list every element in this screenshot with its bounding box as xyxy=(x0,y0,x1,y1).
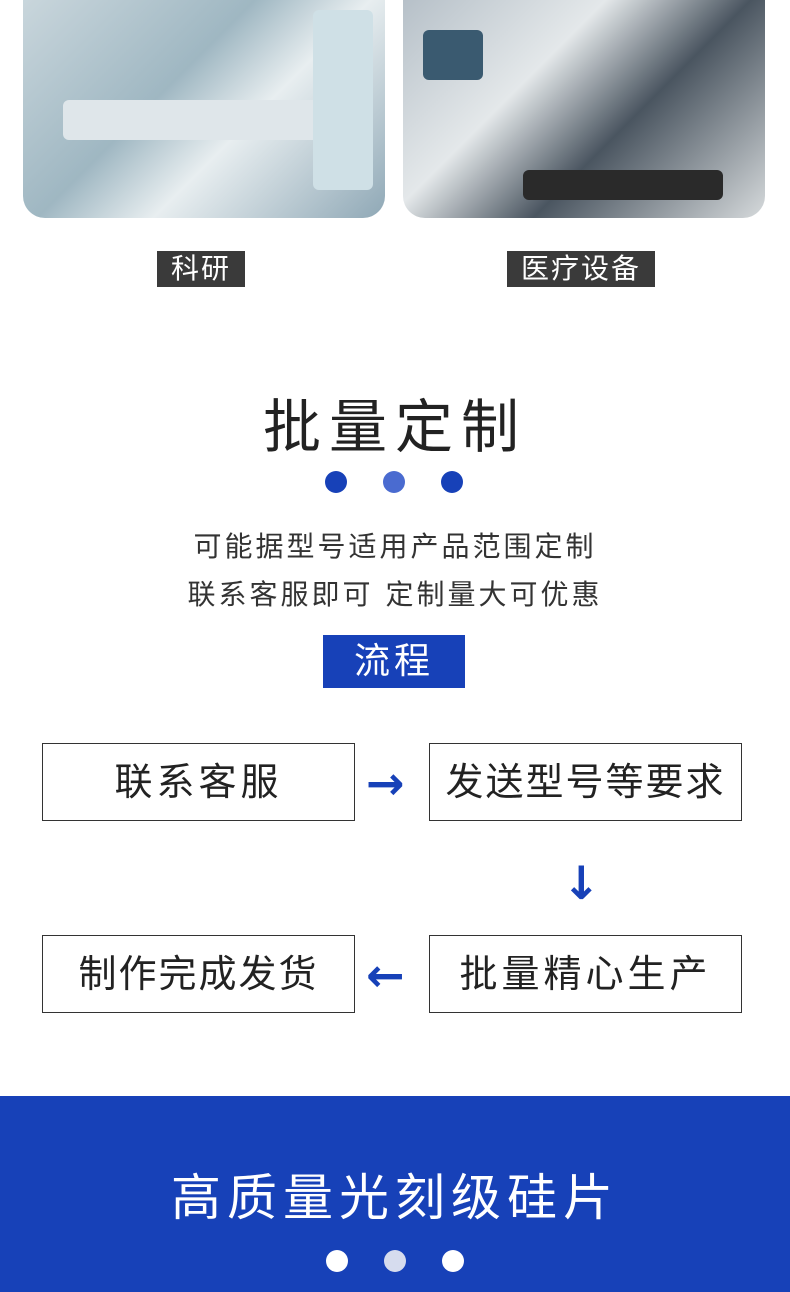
process-label: 流程 xyxy=(323,635,465,688)
laboratory-photo xyxy=(23,0,385,218)
step-send-requirements: 发送型号等要求 xyxy=(429,743,742,821)
dot-indicator xyxy=(325,471,347,493)
section-title: 批量定制 xyxy=(262,393,527,461)
dot-indicator xyxy=(384,1250,406,1272)
dot-indicator xyxy=(383,471,405,493)
caption-medical-equipment: 医疗设备 xyxy=(507,251,656,287)
arrow-right-icon: → xyxy=(366,756,405,810)
caption-research: 科研 xyxy=(157,251,246,287)
dot-indicator xyxy=(442,1250,464,1272)
arrow-down-icon: ↓ xyxy=(562,856,601,910)
operating-room-photo xyxy=(403,0,765,218)
description-line: 可能据型号适用产品范围定制 xyxy=(193,530,597,563)
arrow-left-icon: ← xyxy=(366,948,405,1002)
footer-title: 高质量光刻级硅片 xyxy=(171,1169,619,1227)
footer-banner: 高质量光刻级硅片 xyxy=(0,1096,790,1292)
step-contact-service: 联系客服 xyxy=(42,743,355,821)
dot-indicator xyxy=(326,1250,348,1272)
step-production: 批量精心生产 xyxy=(429,935,742,1013)
dot-indicator xyxy=(441,471,463,493)
description-line: 联系客服即可 定制量大可优惠 xyxy=(187,578,603,611)
step-ship: 制作完成发货 xyxy=(42,935,355,1013)
